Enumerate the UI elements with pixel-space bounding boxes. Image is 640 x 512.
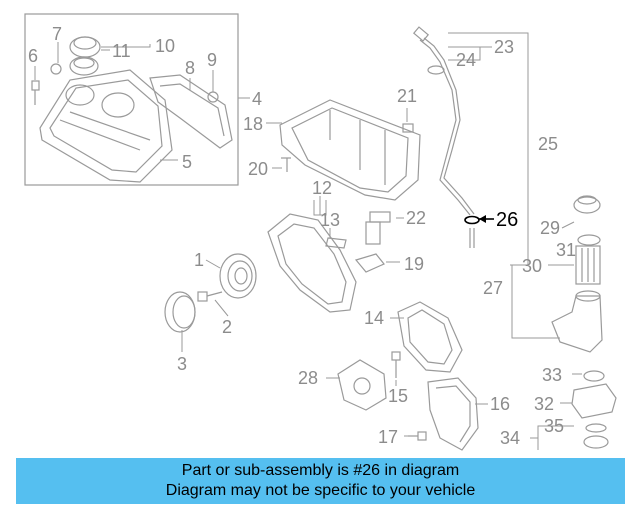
- banner-line-2: Diagram may not be specific to your vehi…: [165, 482, 476, 499]
- oil-pump-14-drawing: [397, 301, 463, 373]
- label-30: 30: [522, 256, 542, 276]
- label-25: 25: [538, 134, 558, 154]
- bolt-15-drawing: [391, 351, 401, 378]
- valve-cover-drawing: [39, 69, 173, 183]
- label-15: 15: [388, 386, 408, 406]
- label-28: 28: [298, 368, 318, 388]
- callout-labels: 7 10 11 6 8 9 4 5 23 24 21 18 25 20 12 1…: [28, 24, 576, 448]
- gasket-19-drawing: [354, 253, 385, 273]
- label-29: 29: [540, 218, 560, 238]
- label-5: 5: [182, 152, 192, 172]
- label-18: 18: [243, 114, 263, 134]
- banner-line-1: Part or sub-assembly is #26 in diagram: [181, 462, 460, 479]
- sensor-13-drawing: [325, 237, 347, 249]
- parts-diagram: 7 10 11 6 8 9 4 5 23 24 21 18 25 20 12 1…: [24, 13, 617, 451]
- label-19: 19: [404, 254, 424, 274]
- dipstick-tube-drawing: [412, 26, 475, 248]
- label-26: 26: [496, 209, 518, 231]
- bolt-20-drawing: [281, 157, 291, 172]
- leader-lines: [34, 32, 582, 450]
- label-12: 12: [312, 178, 332, 198]
- label-8: 8: [185, 58, 195, 78]
- label-9: 9: [207, 50, 217, 70]
- label-34: 34: [500, 428, 520, 448]
- filter-housing-drawing: [551, 195, 617, 449]
- label-35: 35: [544, 416, 564, 436]
- label-13: 13: [320, 210, 340, 230]
- label-6: 6: [28, 46, 38, 66]
- cap-seal-drawing: [69, 36, 101, 76]
- info-banner: Part or sub-assembly is #26 in diagram D…: [16, 458, 625, 504]
- label-3: 3: [177, 354, 187, 374]
- label-11: 11: [112, 41, 131, 61]
- part-26-oring: [464, 215, 494, 225]
- valve-cover-inset-box: [24, 13, 239, 186]
- label-33: 33: [542, 365, 562, 385]
- plate-28-drawing: [337, 359, 387, 411]
- pulley-1-drawing: [219, 253, 257, 299]
- label-4: 4: [252, 89, 262, 109]
- label-10: 10: [155, 36, 175, 56]
- label-24: 24: [456, 50, 476, 70]
- label-16: 16: [490, 394, 510, 414]
- bolt-6-drawing: [31, 80, 40, 105]
- nut-7-drawing: [50, 63, 62, 75]
- oil-pan-drawing: [279, 99, 421, 201]
- label-27: 27: [483, 278, 503, 298]
- label-22: 22: [406, 208, 426, 228]
- label-20: 20: [248, 159, 268, 179]
- plug-21-drawing: [402, 123, 414, 133]
- cap-3-drawing: [164, 291, 196, 333]
- label-21: 21: [397, 86, 417, 106]
- label-32: 32: [534, 394, 554, 414]
- label-7: 7: [52, 24, 62, 44]
- label-1: 1: [194, 250, 204, 270]
- label-17: 17: [378, 427, 398, 447]
- label-14: 14: [364, 308, 384, 328]
- timing-cover-drawing: [267, 213, 357, 313]
- label-31: 31: [556, 240, 576, 260]
- bolt-2-drawing: [197, 291, 223, 302]
- bolt-17-drawing: [408, 431, 427, 441]
- gasket-8-drawing: [149, 74, 233, 149]
- sensor-22-drawing: [365, 211, 391, 245]
- label-2: 2: [222, 317, 232, 337]
- cover-16-drawing: [427, 377, 479, 451]
- label-23: 23: [494, 37, 514, 57]
